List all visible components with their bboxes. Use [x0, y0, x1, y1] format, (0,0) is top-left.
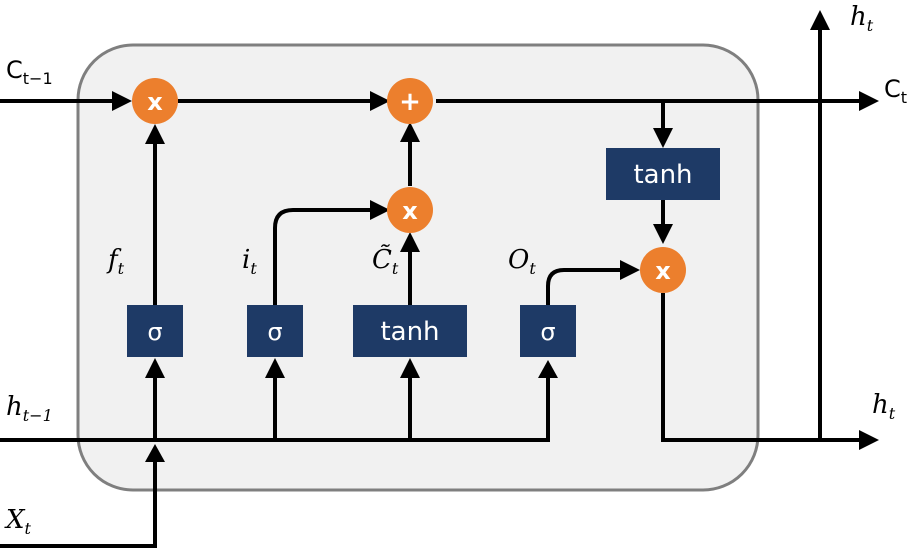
hidden-right-label: ht: [872, 390, 896, 423]
sigma-input-to-mult-arrow: [273, 200, 390, 305]
tanh-cell-text: tanh: [633, 160, 692, 190]
hidden-top-label: ht: [850, 2, 874, 35]
mult-forget-op: x: [132, 78, 178, 124]
tanh-candidate-gate: tanh: [353, 305, 467, 357]
mult-input-symbol: x: [402, 197, 418, 225]
cell-body: [76, 43, 760, 492]
sigma-output-to-mult-arrow: [546, 260, 640, 305]
hidden-prev-bus: [0, 366, 550, 442]
sigma-forget-gate: σ: [127, 305, 183, 357]
cell-out-label: Ct: [884, 75, 907, 107]
hidden-prev-label: ht−1: [6, 392, 53, 425]
sigma-input-text: σ: [267, 318, 282, 346]
sigma-output-arrowhead: [538, 360, 558, 378]
sigma-forget-text: σ: [147, 318, 162, 346]
gate-blocks: σ σ tanh σ tanh: [127, 148, 720, 357]
x-input-label: Xt: [4, 505, 32, 538]
mult-output-symbol: x: [655, 257, 671, 285]
mult-forget-symbol: x: [147, 88, 163, 116]
mult-input-op: x: [387, 187, 433, 233]
candidate-label: C̃t: [372, 244, 399, 278]
input-gate-label: it: [242, 245, 257, 278]
sigma-output-text: σ: [540, 318, 555, 346]
add-cell-op: +: [387, 78, 433, 124]
x-input-arrowhead: [145, 444, 165, 462]
connection-lines: [0, 10, 879, 548]
sigma-input-gate: σ: [247, 305, 303, 357]
add-cell-symbol: +: [399, 87, 421, 117]
pointwise-ops: x + x x: [132, 78, 686, 293]
output-gate-label: Ot: [508, 245, 536, 278]
tanh-cell-gate: tanh: [606, 148, 720, 200]
mult-output-op: x: [640, 247, 686, 293]
x-input-line: [0, 460, 157, 548]
output-mult-to-hidden-arrow: [661, 293, 879, 450]
cell-prev-label: Ct−1: [6, 56, 53, 88]
sigma-output-gate: σ: [520, 305, 576, 357]
tanh-candidate-text: tanh: [380, 317, 439, 347]
